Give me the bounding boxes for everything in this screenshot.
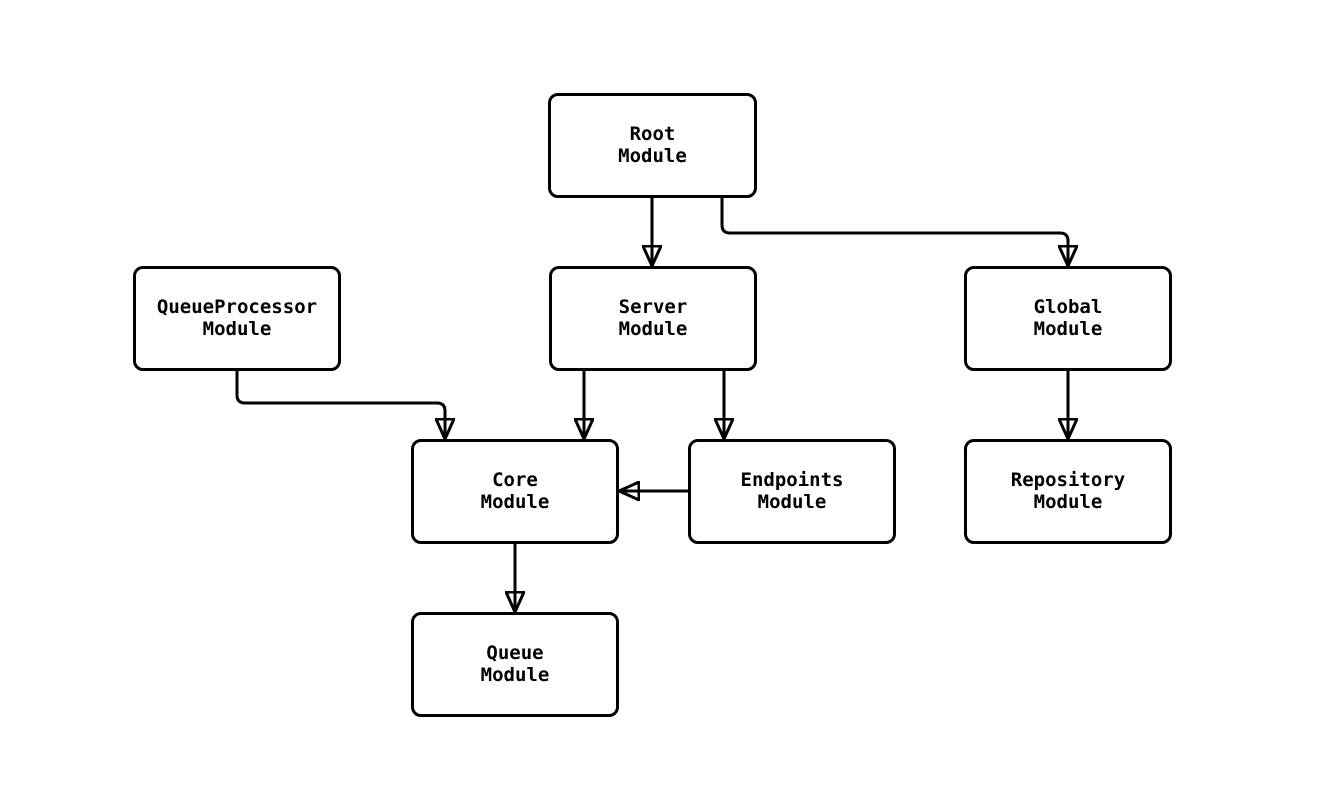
node-queueprocessor-module: QueueProcessor Module xyxy=(133,266,341,371)
node-server-module: Server Module xyxy=(549,266,757,371)
edge-queueprocessor-to-core xyxy=(235,371,445,439)
node-root-module: Root Module xyxy=(548,93,757,198)
node-core-module: Core Module xyxy=(411,439,619,544)
node-endpoints-module: Endpoints Module xyxy=(688,439,896,544)
edge-root-to-global xyxy=(720,198,1068,266)
node-repository-module: Repository Module xyxy=(964,439,1172,544)
node-global-module: Global Module xyxy=(964,266,1172,371)
node-queue-module: Queue Module xyxy=(411,612,619,717)
